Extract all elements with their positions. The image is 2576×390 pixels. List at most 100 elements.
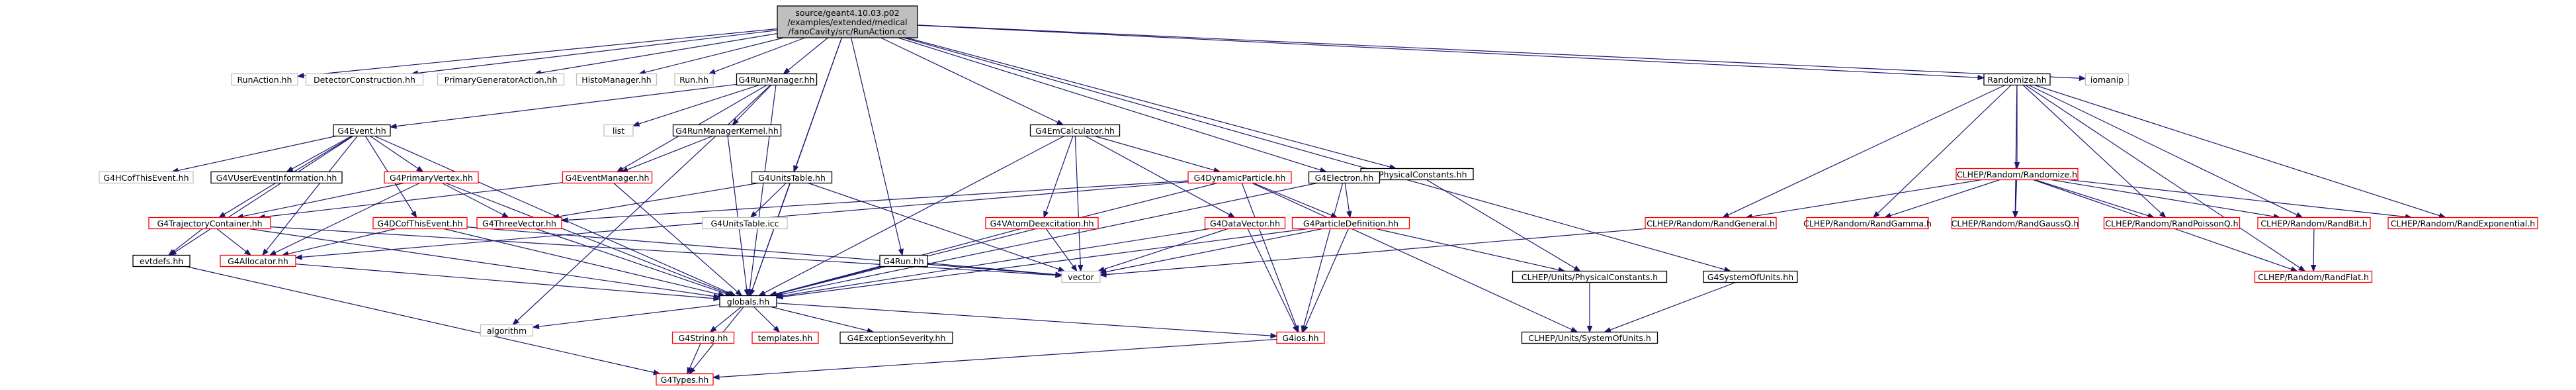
- edge-line: [2028, 84, 2297, 216]
- node-g4-units-table[interactable]: G4UnitsTable.hh: [751, 171, 833, 184]
- node-templates[interactable]: templates.hh: [751, 331, 819, 344]
- edge-arrowhead: [512, 318, 519, 326]
- node-label: list: [613, 126, 624, 136]
- edge-arrowhead: [709, 326, 717, 333]
- node-g4-data-vector[interactable]: G4DataVector.hh: [1204, 217, 1286, 230]
- node-evtdefs[interactable]: evtdefs.hh: [132, 254, 191, 268]
- edge-arrowhead: [708, 69, 716, 75]
- edge-line: [1426, 179, 1576, 269]
- node-g4-dynamic-particle[interactable]: G4DynamicParticle.hh: [1187, 171, 1292, 184]
- node-label: G4DynamicParticle.hh: [1194, 173, 1286, 183]
- node-label-line: RunAction.hh: [237, 75, 292, 85]
- edge-line: [1253, 182, 1332, 216]
- edge-line: [275, 182, 420, 254]
- node-g4-run[interactable]: G4Run.hh: [879, 254, 928, 268]
- node-g4-hcof-this-event: G4HCofThisEvent.hh: [99, 171, 194, 184]
- node-g4-vatom-deexcitation[interactable]: G4VAtomDeexcitation.hh: [985, 217, 1099, 230]
- node-g4-three-vector[interactable]: G4ThreeVector.hh: [476, 217, 562, 230]
- node-g4ios[interactable]: G4ios.hh: [1276, 331, 1325, 344]
- node-label-line: G4PhysicalConstants.hh: [1367, 170, 1467, 179]
- edge-g4-run-manager-kernel-to-g4-event-manager: [621, 135, 713, 173]
- node-g4-run-manager[interactable]: G4RunManager.hh: [736, 73, 818, 86]
- node-rand-flat[interactable]: CLHEP/Random/RandFlat.h: [2254, 270, 2373, 283]
- node-label-line: CLHEP/Random/RandExponential.h: [2391, 219, 2535, 228]
- edge-g4-run-manager-to-g4-event: [389, 83, 737, 129]
- node-label-line: /examples/extended/medical: [787, 17, 907, 27]
- node-randomize[interactable]: Randomize.hh: [1983, 73, 2051, 86]
- node-rand-bit[interactable]: CLHEP/Random/RandBit.h: [2257, 217, 2371, 230]
- edge-line: [292, 135, 352, 170]
- node-label-line: G4String.hh: [679, 333, 728, 343]
- node-g4-event[interactable]: G4Event.hh: [333, 124, 391, 137]
- node-rand-general[interactable]: CLHEP/Random/RandGeneral.h: [1645, 217, 1777, 230]
- node-rand-poisson-q[interactable]: CLHEP/Random/RandPoissonQ.h: [2103, 217, 2241, 230]
- node-g4-particle-definition[interactable]: G4ParticleDefinition.hh: [1291, 217, 1410, 230]
- edge-root-to-g4-run: [851, 37, 904, 256]
- node-g4-types[interactable]: G4Types.hh: [656, 373, 714, 386]
- node-g4-trajectory-container[interactable]: G4TrajectoryContainer.hh: [148, 217, 271, 230]
- node-label: DetectorConstruction.hh: [314, 75, 415, 85]
- node-rand-exponential[interactable]: CLHEP/Random/RandExponential.h: [2387, 217, 2538, 230]
- node-list: list: [603, 124, 634, 137]
- edge-line: [1105, 228, 1646, 275]
- edge-arrowhead: [1604, 327, 1611, 333]
- node-g4-em-calculator[interactable]: G4EmCalculator.hh: [1029, 124, 1121, 137]
- edge-line: [295, 264, 714, 299]
- edge-line: [776, 182, 1218, 295]
- edge-g4-dcof-this-event-to-vector: [466, 226, 1063, 278]
- node-label-line: G4Allocator.hh: [228, 256, 288, 266]
- edge-g4-units-table-to-globals: [750, 183, 791, 297]
- node-g4-physical-constants[interactable]: G4PhysicalConstants.hh: [1360, 168, 1474, 181]
- edge-line: [535, 228, 726, 295]
- edge-line: [303, 28, 778, 76]
- edge-line: [370, 136, 419, 169]
- node-g4-vuser-event-information[interactable]: G4VUserEventInformation.hh: [210, 171, 343, 184]
- edge-arrowhead: [261, 248, 269, 256]
- edge-g4-dynamic-particle-to-g4-particle-definition: [1253, 182, 1338, 219]
- node-g4-event-manager[interactable]: G4EventManager.hh: [562, 171, 653, 184]
- edge-line: [771, 306, 868, 331]
- node-iomanip: iomanip: [2084, 73, 2129, 86]
- node-g4-electron[interactable]: G4Electron.hh: [1308, 171, 1381, 184]
- node-g4-run-manager-kernel[interactable]: G4RunManagerKernel.hh: [672, 124, 782, 137]
- node-g4-primary-vertex[interactable]: G4PrimaryVertex.hh: [384, 171, 479, 184]
- edge-line: [242, 182, 404, 217]
- node-g4-system-of-units[interactable]: G4SystemOfUnits.hh: [1703, 270, 1798, 283]
- node-label: G4VAtomDeexcitation.hh: [990, 219, 1094, 228]
- node-g4-dcof-this-event[interactable]: G4DCofThisEvent.hh: [372, 217, 468, 230]
- node-system-of-units[interactable]: CLHEP/Units/SystemOfUnits.h: [1521, 331, 1658, 344]
- node-label-line: G4Electron.hh: [1315, 173, 1374, 183]
- node-label: G4EventManager.hh: [566, 173, 650, 183]
- node-g4-string[interactable]: G4String.hh: [671, 331, 735, 344]
- node-globals[interactable]: globals.hh: [719, 295, 777, 308]
- edge-line: [1610, 281, 1736, 330]
- node-clheprandomize[interactable]: CLHEP/Random/Randomize.h: [1955, 168, 2079, 181]
- node-box: [99, 171, 194, 184]
- edge-arrowhead: [1570, 326, 1578, 333]
- edge-line: [851, 37, 902, 250]
- edge-clheprandomize-to-rand-gamma: [1883, 179, 2000, 219]
- edge-line: [1375, 228, 1559, 271]
- node-label-line: G4ThreeVector.hh: [482, 219, 556, 228]
- node-g4-exception-severity[interactable]: G4ExceptionSeverity.hh: [839, 331, 953, 344]
- edge-line: [917, 24, 2080, 79]
- edge-arrowhead: [712, 374, 720, 380]
- edge-arrowhead: [735, 289, 743, 297]
- edge-line: [727, 136, 748, 290]
- node-root[interactable]: source/geant4.10.03.p02/examples/extende…: [777, 5, 918, 38]
- edge-g4-run-manager-to-g4-run-manager-kernel: [732, 85, 772, 126]
- node-box: [603, 124, 634, 137]
- edge-g4-units-table-to-g4-units-tableicc: [750, 183, 787, 219]
- node-rand-gauss-q[interactable]: CLHEP/Random/RandGaussQ.h: [1952, 217, 2079, 230]
- edge-arrowhead: [1099, 271, 1107, 277]
- node-box: [1291, 217, 1410, 230]
- edge-line: [880, 37, 1058, 123]
- node-physical-constants[interactable]: CLHEP/Units/PhysicalConstants.h: [1512, 270, 1668, 283]
- node-rand-gamma[interactable]: CLHEP/Random/RandGamma.h: [1803, 217, 1932, 230]
- node-label: G4RunManager.hh: [738, 75, 814, 85]
- edge-root-to-randomize: [917, 24, 1985, 81]
- node-box: [777, 5, 918, 38]
- edge-arrowhead: [750, 211, 757, 219]
- node-box: [210, 171, 343, 184]
- node-g4-allocator[interactable]: G4Allocator.hh: [220, 254, 296, 268]
